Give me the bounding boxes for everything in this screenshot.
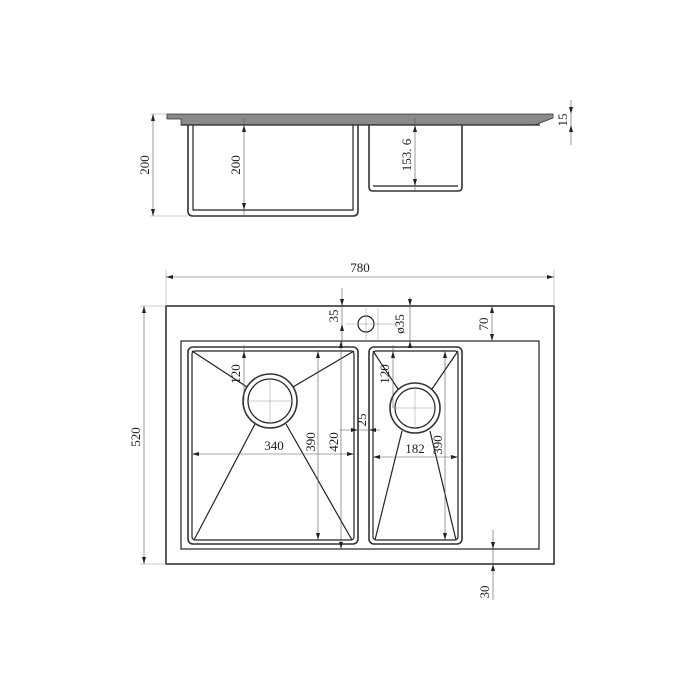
top-main-bowl-inner: [191, 350, 355, 541]
label-divider-width: 25: [354, 414, 369, 427]
label-main-drain-offset: 120: [228, 364, 243, 384]
label-back-margin: 70: [476, 318, 491, 331]
side-small-bowl: [368, 125, 463, 192]
side-deck-plate: [166, 113, 554, 126]
label-small-bowl-length: 390: [430, 435, 445, 455]
label-front-margin: 30: [477, 586, 492, 599]
label-main-bowl-depth: 200: [228, 155, 243, 175]
side-view: 200 200 153. 6 15: [137, 100, 573, 217]
label-overall-length: 520: [128, 427, 143, 447]
label-tap-diameter: ø35: [392, 314, 407, 334]
main-drain-icon: [242, 373, 298, 429]
label-main-frame-length: 420: [326, 432, 341, 452]
small-drain-icon: [389, 382, 441, 434]
top-main-bowl: [187, 346, 359, 545]
label-small-bowl-width: 182: [405, 441, 425, 456]
top-outer-deck: [165, 305, 555, 565]
label-main-bowl-length: 390: [303, 432, 318, 452]
side-main-bowl-inner: [192, 125, 354, 211]
side-main-bowl: [187, 125, 359, 217]
label-small-drain-offset: 120: [377, 364, 392, 384]
top-inner-frame: [180, 340, 540, 550]
label-overall-width: 780: [350, 260, 370, 275]
top-small-bowl-inner: [372, 350, 459, 541]
top-view: 780 520 35 ø35 70 30 120: [128, 260, 555, 600]
label-tap-offset: 35: [326, 310, 341, 323]
label-overall-depth: 200: [137, 155, 152, 175]
top-small-bowl: [368, 346, 463, 545]
label-main-bowl-width: 340: [264, 438, 284, 453]
label-small-bowl-depth: 153. 6: [399, 138, 414, 171]
label-deck-thickness: 15: [555, 114, 570, 127]
